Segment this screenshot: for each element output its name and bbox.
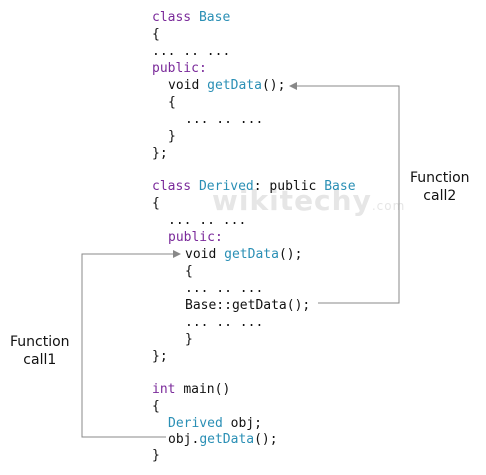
code-line-public: public: xyxy=(168,230,223,245)
keyword: class xyxy=(152,10,192,25)
code-line-base-call: Base::getData(); xyxy=(185,298,311,313)
function-name: getData xyxy=(207,78,262,93)
code-token: (); xyxy=(254,432,278,447)
function-call2-line1: Function xyxy=(410,170,470,186)
code-token: obj. xyxy=(168,432,200,447)
function-call2-arrow xyxy=(289,82,400,304)
code-line: ... .. ... xyxy=(168,213,247,228)
code-token: void xyxy=(168,78,200,93)
code-line: } xyxy=(168,129,176,144)
code-line-obj-decl: Derived obj; xyxy=(168,415,262,432)
code-line: { xyxy=(168,95,176,110)
code-line-derived-getdata: void getData(); xyxy=(185,246,302,263)
code-token: (); xyxy=(261,78,286,93)
watermark-text: wikitechy xyxy=(212,184,372,217)
keyword: int xyxy=(152,382,176,397)
type-name: Derived xyxy=(168,416,223,431)
keyword: class xyxy=(152,179,192,194)
code-line: } xyxy=(152,448,160,463)
code-line: ... .. ... xyxy=(185,112,264,127)
code-line-class-derived: class Derived: public Base xyxy=(152,178,356,195)
type-name: Derived xyxy=(198,179,254,194)
code-line: { xyxy=(185,264,193,279)
code-line: ... .. ... xyxy=(185,315,264,330)
code-line: }; xyxy=(152,349,168,364)
code-line: } xyxy=(185,332,193,347)
code-token: main() xyxy=(183,382,231,397)
type-name: Base xyxy=(198,10,231,25)
code-line-obj-call: obj.getData(); xyxy=(168,431,278,448)
code-line: ... .. ... xyxy=(185,281,264,296)
function-call1-line2: call1 xyxy=(23,352,57,368)
code-token: : xyxy=(253,179,262,194)
code-line-base-getdata: void getData(); xyxy=(168,77,285,94)
code-token: (); xyxy=(278,247,303,262)
watermark: wikitechy.com xyxy=(212,184,405,217)
function-call1-line1: Function xyxy=(10,334,70,350)
code-line: { xyxy=(152,196,160,211)
function-call2-label: Function call2 xyxy=(410,169,470,205)
code-line: ... .. ... xyxy=(152,44,231,59)
function-call2-line2: call2 xyxy=(423,188,457,204)
function-name: getData xyxy=(224,247,279,262)
function-name: getData xyxy=(199,432,255,447)
type-name: Base xyxy=(324,179,356,194)
function-call1-label: Function call1 xyxy=(10,333,70,369)
code-token: public xyxy=(269,179,317,194)
code-line: { xyxy=(152,399,160,414)
code-line-main: int main() xyxy=(152,381,230,398)
function-call1-arrow xyxy=(81,250,181,438)
code-line-class-base: class Base xyxy=(152,9,230,26)
watermark-sub: .com xyxy=(371,199,406,213)
code-line-public: public: xyxy=(152,61,207,76)
code-token: obj; xyxy=(230,416,262,431)
code-line: }; xyxy=(152,146,168,161)
code-line: { xyxy=(152,27,160,42)
code-token: void xyxy=(185,247,217,262)
